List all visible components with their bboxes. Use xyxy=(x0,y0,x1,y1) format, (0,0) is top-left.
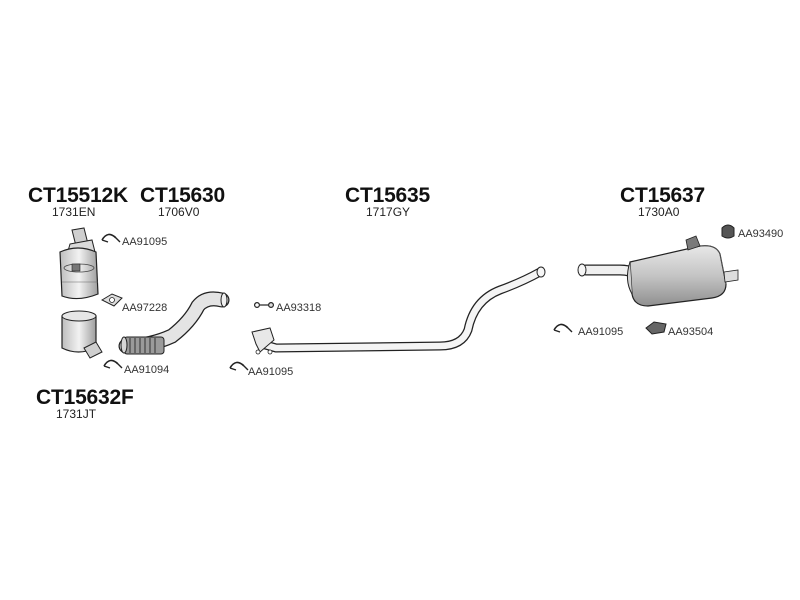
catalytic-converter-part[interactable] xyxy=(59,227,99,300)
oem-number-label: 1731EN xyxy=(52,205,96,219)
part-code-label[interactable]: CT15630 xyxy=(140,184,225,207)
accessory-ref-label[interactable]: AA91095 xyxy=(578,326,624,338)
oem-number-label: 1717GY xyxy=(366,205,411,219)
part-code-label[interactable]: CT15637 xyxy=(620,184,705,207)
particle-filter-part[interactable] xyxy=(61,310,103,359)
clamp-icon[interactable] xyxy=(553,323,573,333)
part-code-label[interactable]: CT15635 xyxy=(345,184,430,207)
gasket-icon[interactable] xyxy=(100,293,123,307)
rear-silencer-part[interactable] xyxy=(577,235,739,307)
rubber-mount-icon[interactable] xyxy=(721,224,735,239)
rubber-mount-icon[interactable] xyxy=(645,321,667,335)
accessory-ref-label[interactable]: AA97228 xyxy=(122,302,168,314)
bolt-icon[interactable] xyxy=(253,301,275,309)
front-pipe-part[interactable] xyxy=(118,291,230,355)
part-code-label[interactable]: CT15632F xyxy=(36,386,134,409)
accessory-ref-label[interactable]: AA93504 xyxy=(668,326,714,338)
oem-number-label: 1730A0 xyxy=(638,205,680,219)
part-code-label[interactable]: CT15512K xyxy=(28,184,128,207)
accessory-ref-label[interactable]: AA93490 xyxy=(738,228,784,240)
accessory-ref-label[interactable]: AA91095 xyxy=(248,366,294,378)
centre-pipe-part[interactable] xyxy=(251,266,546,355)
clamp-icon[interactable] xyxy=(229,361,249,371)
accessory-ref-label[interactable]: AA93318 xyxy=(276,302,322,314)
accessory-ref-label[interactable]: AA91094 xyxy=(124,364,170,376)
clamp-icon[interactable] xyxy=(103,359,123,369)
oem-number-label: 1731JT xyxy=(56,407,97,421)
clamp-icon[interactable] xyxy=(101,233,121,243)
accessory-ref-label[interactable]: AA91095 xyxy=(122,236,168,248)
oem-number-label: 1706V0 xyxy=(158,205,200,219)
